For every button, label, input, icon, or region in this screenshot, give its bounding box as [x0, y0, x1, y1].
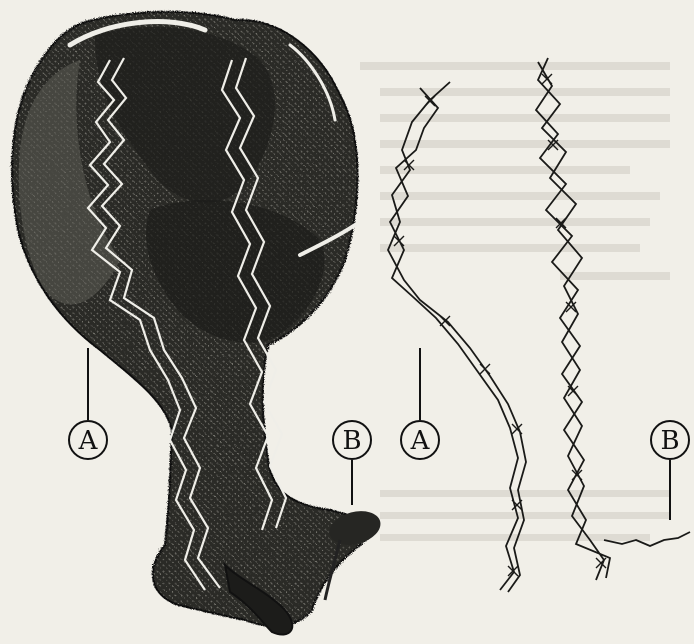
left-structure-drawing [12, 12, 384, 635]
callout-a-right: A [401, 348, 439, 459]
label-a-left: A [78, 426, 99, 456]
label-a-right: A [410, 426, 431, 456]
isolated-chain-drawing [388, 58, 690, 592]
label-b-right: B [660, 426, 679, 456]
callout-a-left: A [69, 348, 107, 459]
label-b-left: B [342, 426, 361, 456]
isolated-strand-b-2 [536, 62, 610, 578]
callout-b-right: B [651, 421, 689, 520]
isolated-strand-b-1 [538, 58, 604, 580]
callout-b-left: B [333, 421, 371, 505]
